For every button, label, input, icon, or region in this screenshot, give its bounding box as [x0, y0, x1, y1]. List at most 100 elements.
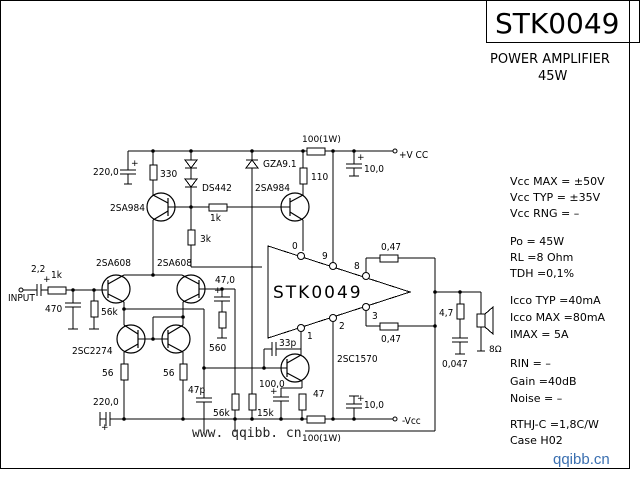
svg-text:RTHJ-C =1,8C/W: RTHJ-C =1,8C/W — [510, 418, 599, 431]
resistor-047-bot — [379, 322, 399, 331]
pin-0: 0 — [292, 241, 298, 252]
spec-value: = 45W — [526, 235, 564, 248]
spec-value: = 5A — [541, 328, 569, 341]
spec-value: =40mA — [559, 294, 601, 307]
label-input: INPUT — [8, 293, 35, 304]
label-vcc-pos: +V CC — [399, 150, 428, 161]
label-c100-0: 100,0 — [259, 379, 285, 390]
label-r330: 330 — [160, 169, 177, 180]
spec-label: Po — [510, 235, 523, 248]
label-r56-right: 56 — [163, 368, 175, 379]
spec-label: Gain — [510, 375, 535, 388]
stk0049-chip — [267, 245, 412, 339]
svg-text:Po = 45W: Po = 45W — [510, 235, 564, 248]
pin-2: 2 — [339, 321, 345, 332]
spec-value: =80mA — [564, 311, 606, 324]
negative-rail — [306, 415, 398, 424]
label-vcc-neg: -Vcc — [402, 416, 421, 427]
spec-list: Vcc MAX = ±50V Vcc TYP = ±35V Vcc RNG = … — [509, 175, 606, 447]
power-rating: 45W — [538, 69, 568, 84]
vcc-neg-terminal — [392, 416, 398, 422]
resistor-47 — [298, 393, 307, 411]
svg-text:RL =8 Ohm: RL =8 Ohm — [510, 251, 573, 264]
spec-label: Case — [510, 434, 537, 447]
part-number: STK0049 — [495, 7, 620, 40]
label-r047-top: 0,47 — [381, 242, 401, 253]
spec-label: Vcc MAX — [510, 175, 558, 188]
svg-text:Vcc TYP = ±35V: Vcc TYP = ±35V — [510, 191, 601, 204]
svg-text:+: + — [214, 286, 222, 296]
spec-value: = – — [533, 357, 551, 370]
vcc-pos-terminal — [392, 148, 398, 154]
label-c33p: 33p — [279, 338, 296, 349]
watermark-right: qqibb.cn — [553, 451, 610, 468]
spec-label: Icco MAX — [510, 311, 561, 324]
resistor-560 — [218, 311, 227, 329]
spec-value: = – — [561, 207, 579, 220]
watermark-center: www. qqibb. cn — [192, 426, 302, 441]
resistor-047-top — [379, 254, 399, 263]
pin-8: 8 — [354, 261, 360, 272]
label-r1k-mid: 1k — [210, 213, 222, 224]
label-r56-left: 56 — [102, 368, 114, 379]
label-r3k: 3k — [200, 234, 212, 245]
transistor-2sa984-right — [280, 192, 310, 222]
spec-label: RL — [510, 251, 525, 264]
label-r47: 47 — [313, 389, 324, 400]
spec-value: H02 — [540, 434, 562, 447]
label-q2sa984-left: 2SA984 — [110, 203, 145, 214]
label-r560: 560 — [209, 343, 226, 354]
resistor-56-left — [120, 363, 129, 381]
label-r1k-input: 1k — [51, 270, 63, 281]
svg-text:+: + — [270, 387, 278, 397]
svg-text:Gain =40dB: Gain =40dB — [510, 375, 577, 388]
spec-label: RIN — [510, 357, 529, 370]
resistor-56k-feedback — [231, 393, 240, 411]
label-r100-bot: 100(1W) — [302, 434, 341, 444]
svg-text:Vcc RNG = –: Vcc RNG = – — [510, 207, 579, 220]
label-c220-top: 220,0 — [93, 167, 119, 178]
resistor-330 — [149, 164, 158, 181]
label-r110: 110 — [311, 172, 328, 183]
svg-text:Noise = –: Noise = – — [510, 392, 562, 405]
svg-text:+: + — [101, 423, 109, 433]
label-c10-bot: 10,0 — [364, 400, 384, 411]
spec-value: =8 Ohm — [527, 251, 573, 264]
spec-label: TDH — [509, 267, 533, 280]
spec-value: = – — [544, 392, 562, 405]
svg-text:Case H02: Case H02 — [510, 434, 563, 447]
label-q2sa984-right: 2SA984 — [255, 183, 290, 194]
svg-text:+: + — [357, 394, 365, 404]
label-c47p: 47p — [188, 385, 205, 396]
resistor-100-bot — [306, 415, 326, 424]
label-q2sc1570: 2SC1570 — [337, 354, 378, 365]
label-c470: 470 — [45, 304, 62, 315]
label-c10-top: 10,0 — [364, 164, 384, 175]
svg-text:+: + — [357, 153, 365, 163]
chip-label: STK0049 — [273, 283, 363, 303]
spec-value: =40dB — [539, 375, 577, 388]
pin-3: 3 — [372, 311, 378, 322]
spec-value: =1,8C/W — [550, 418, 599, 431]
label-r100-top: 100(1W) — [302, 135, 341, 145]
label-c2-2: 2,2 — [31, 264, 45, 275]
label-q2sc2274: 2SC2274 — [72, 346, 113, 357]
resistor-3k — [187, 229, 196, 246]
label-c0-047: 0,047 — [442, 359, 468, 370]
label-q2sa608-left: 2SA608 — [96, 258, 131, 269]
svg-text:TDH =0,1%: TDH =0,1% — [509, 267, 574, 280]
svg-text:Icco MAX =80mA: Icco MAX =80mA — [510, 311, 606, 324]
resistor-56-right — [179, 363, 188, 381]
svg-text:RIN = –: RIN = – — [510, 357, 551, 370]
speaker-icon — [476, 305, 494, 336]
spec-value: =0,1% — [537, 267, 574, 280]
resistor-100-top — [306, 147, 326, 156]
spec-value: = ±50V — [561, 175, 605, 188]
input-terminal[interactable] — [18, 287, 24, 293]
resistor-1k-mid — [208, 203, 228, 212]
spec-label: RTHJ-C — [510, 418, 547, 431]
label-r047-bot: 0,47 — [381, 334, 401, 345]
label-r4-7: 4,7 — [439, 308, 453, 319]
spec-label: Vcc TYP — [510, 191, 554, 204]
